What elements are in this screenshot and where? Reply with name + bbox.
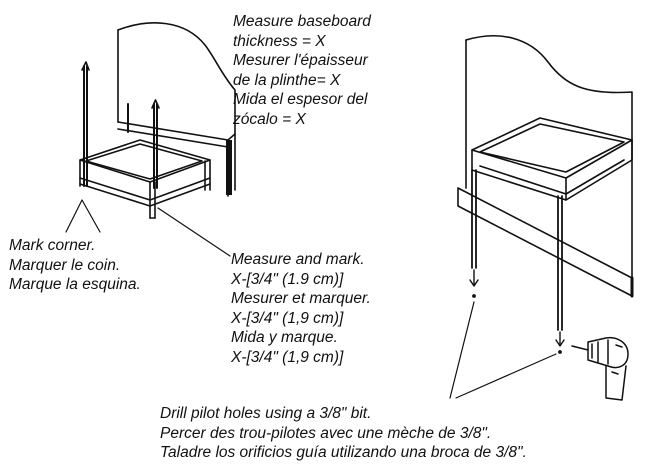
label-line: Measure baseboard [233, 13, 371, 30]
label-line: thickness = X [233, 32, 326, 50]
label-measure-and-mark: Measure and mark. X-[3/4" (1.9 cm)] Mesu… [231, 250, 371, 367]
right-tray [471, 117, 633, 201]
label-line: Taladre los orificios guía utilizando un… [160, 444, 527, 461]
label-line: Measure and mark. [231, 251, 365, 268]
left-baseboard [117, 121, 236, 197]
right-wall-panel [465, 35, 633, 281]
label-line: zócalo = X [233, 110, 306, 128]
label-line: Drill pilot holes using a 3/8" bit. [160, 405, 372, 422]
pilot-hole-marker-icon [469, 269, 565, 354]
right-figure [449, 35, 634, 401]
label-mark-corner: Mark corner. Marquer le coin. Marque la … [9, 236, 141, 295]
label-measure-baseboard: Measure baseboard thickness = X Mesurer … [233, 12, 371, 129]
label-line: Percer des trou-pilotes avec une mèche d… [160, 424, 492, 442]
label-line: Mida y marque. [231, 329, 338, 346]
label-line: X-[3/4" (1.9 cm)] [231, 270, 344, 288]
label-line: Mark corner. [9, 237, 96, 254]
left-wall-panel [117, 22, 236, 191]
label-line: X-[3/4" (1,9 cm)] [231, 348, 344, 366]
right-baseboard [457, 187, 633, 297]
label-line: de la plinthe= X [233, 71, 341, 89]
label-line: Marquer le coin. [9, 256, 121, 274]
left-frame [79, 139, 211, 219]
label-line: Marque la esquina. [9, 276, 141, 293]
leader-drill [449, 301, 557, 399]
left-figure [65, 22, 236, 257]
label-line: Mesurer et marquer. [231, 290, 371, 307]
drill-icon [571, 336, 629, 401]
label-drill-pilot-holes: Drill pilot holes using a 3/8" bit. Perc… [160, 404, 527, 463]
left-legs [83, 65, 158, 189]
label-line: Mida el espesor del [233, 91, 368, 108]
label-line: X-[3/4" (1,9 cm)] [231, 309, 344, 327]
leader-mark-corner [65, 199, 101, 233]
right-legs [471, 169, 563, 331]
leader-measure-mark [157, 207, 231, 257]
label-line: Mesurer l'épaisseur [233, 52, 368, 69]
